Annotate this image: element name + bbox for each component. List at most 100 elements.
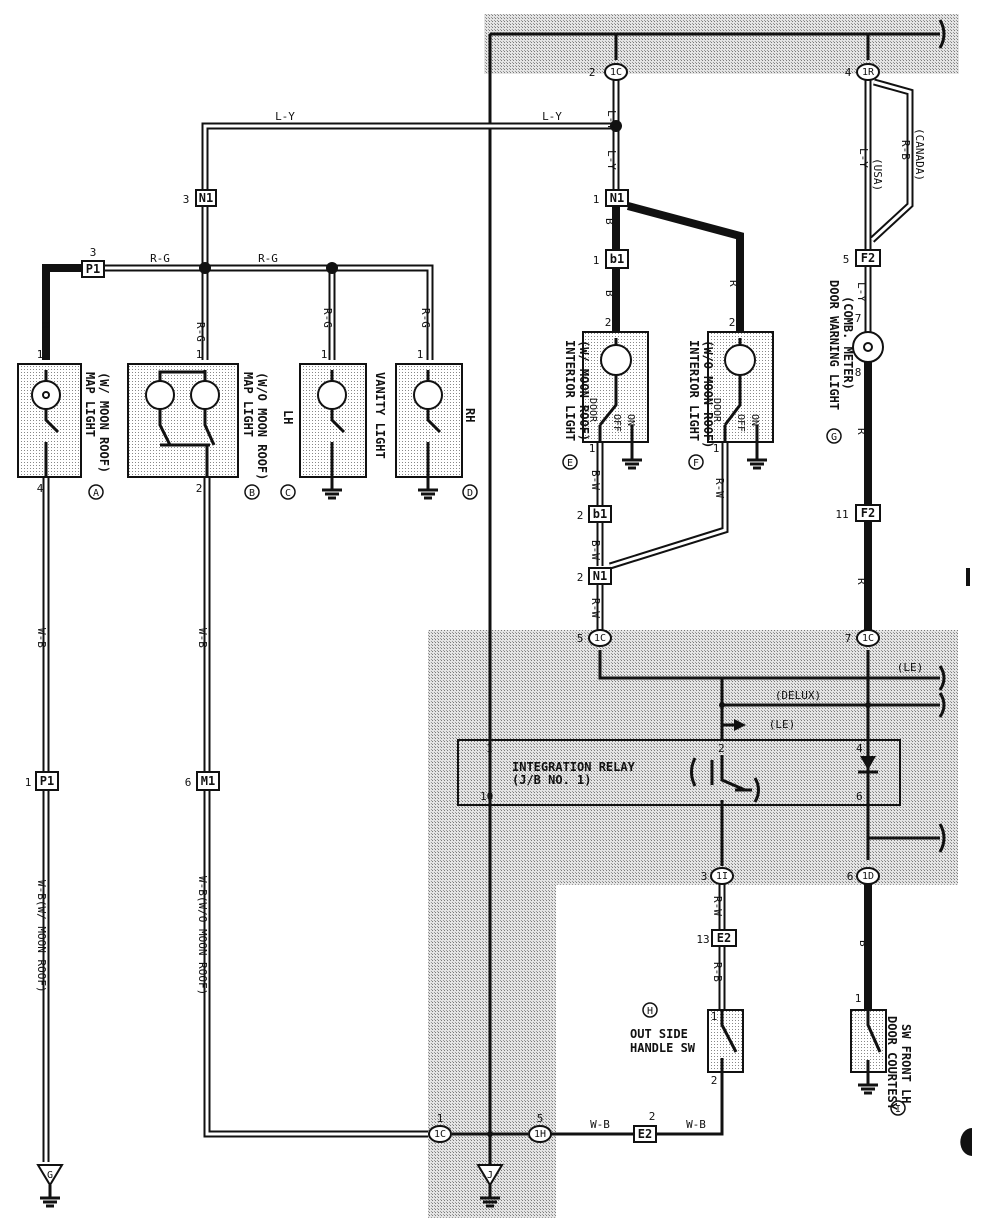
vanity-rh-letter: D xyxy=(467,488,473,499)
label-r-w-v2: R-W xyxy=(589,598,602,618)
label-r-v1: R xyxy=(39,322,52,329)
e2-bot-name: E2 xyxy=(638,1127,652,1141)
ground-j-label: J xyxy=(487,1170,493,1181)
vanity-rh-label: RH xyxy=(463,408,477,422)
relay-pin2: 2 xyxy=(718,742,725,755)
top-bus xyxy=(488,19,946,1165)
map-b-label2: (W/O MOON ROOF) xyxy=(255,372,269,480)
wire-r-g xyxy=(42,206,434,360)
b1-bot-pin: 2 xyxy=(577,509,584,522)
map-light-a xyxy=(17,363,82,478)
int-f-on: ON xyxy=(749,414,760,426)
int-e-on: ON xyxy=(625,414,636,426)
page-edge-marks xyxy=(960,568,972,1156)
label-w-b-h1: W-B xyxy=(590,1118,610,1131)
int-e-label1: INTERIOR LIGHT xyxy=(563,340,577,441)
c1c-mid2-name: 1C xyxy=(862,633,874,644)
c1i-low-name: 1I xyxy=(716,871,728,882)
e2-bot-pin: 2 xyxy=(649,1110,656,1123)
wire-color-labels-vertical: L-Y L-Y R R-G R-G R-G B B R B-W B-W R-W … xyxy=(35,110,926,995)
int-e-label2: (W/ MOON ROOF) xyxy=(577,340,591,441)
map-a-pin-bot: 4 xyxy=(37,482,44,495)
label-l-y-1: L-Y xyxy=(275,110,295,123)
c1h-bot-name: 1H xyxy=(534,1129,546,1140)
dc-pin-top: 1 xyxy=(855,992,862,1005)
ground-g xyxy=(36,1164,64,1208)
f2-bot-name: F2 xyxy=(861,506,875,520)
label-l-y-v2: L-Y xyxy=(605,150,618,170)
dw-pin-top: 7 xyxy=(855,312,862,325)
p1-bot-name: P1 xyxy=(40,774,54,788)
c1r-top-pin: 4 xyxy=(845,66,852,79)
interior-light-f xyxy=(707,331,774,470)
label-b-v1: B xyxy=(603,218,616,225)
label-r-g-2: R-G xyxy=(258,252,278,265)
oh-pin-top: 1 xyxy=(711,1010,718,1023)
letter-circles xyxy=(88,428,906,1116)
map-a-letter: A xyxy=(93,488,99,499)
int-f-label2: (W/O MOON ROOF) xyxy=(701,340,715,448)
c1c-bot-pin: 1 xyxy=(437,1112,444,1125)
label-w-b-no-moon: W-B(W/O MOON ROOF) xyxy=(196,876,209,995)
label-r-g-v2: R-G xyxy=(321,308,334,328)
oh-label2: HANDLE SW xyxy=(630,1041,696,1055)
int-f-door: DOOR xyxy=(711,398,722,423)
m1-bot-name: M1 xyxy=(201,774,215,788)
c1c-mid-pin: 5 xyxy=(577,632,584,645)
interior-light-e xyxy=(582,331,649,470)
map-b-pin-bot: 2 xyxy=(196,482,203,495)
c1h-bot-pin: 5 xyxy=(537,1112,544,1125)
connector-labels: 1C 2 1R 4 N1 3 N1 1 P1 3 b1 1 F2 5 b1 2 … xyxy=(25,66,876,1141)
vanity-light-rh xyxy=(395,363,463,500)
vanity-rh-pin-top: 1 xyxy=(417,348,424,361)
b1-bot-name: b1 xyxy=(593,507,607,521)
label-canada: (CANADA) xyxy=(913,128,926,181)
c1c-top-name: 1C xyxy=(610,67,622,78)
f2-bot-pin: 11 xyxy=(835,508,848,521)
dw-letter: G xyxy=(831,432,837,443)
label-r-w-v1: R-W xyxy=(713,478,726,498)
label-w-b-moon: W-B(W/ MOON ROOF) xyxy=(35,880,48,993)
label-w-b-v1: W-B xyxy=(35,628,48,648)
oh-label1: OUT SIDE xyxy=(630,1027,688,1041)
f2-top-name: F2 xyxy=(861,251,875,265)
label-r-g-v3: R-G xyxy=(419,308,432,328)
n1-bot-name: N1 xyxy=(593,569,607,583)
e2-top-name: E2 xyxy=(717,931,731,945)
label-l-y-2: L-Y xyxy=(542,110,562,123)
n1-left-pin: 3 xyxy=(183,193,190,206)
label-l-y-v4: L-Y xyxy=(855,282,868,302)
label-usa: (USA) xyxy=(871,158,884,191)
dw-label1: DOOR WARNING LIGHT xyxy=(827,280,841,410)
label-b-w-v1: B-W xyxy=(589,470,602,490)
int-f-pin-bot: 1 xyxy=(713,442,720,455)
int-f-letter: F xyxy=(693,458,699,469)
dc-label1: DOOR COURTESY xyxy=(885,1016,899,1111)
label-r-w-v3: R-W xyxy=(711,896,724,916)
dc-label2: SW FRONT LH xyxy=(899,1024,913,1103)
label-l-y-v1: L-Y xyxy=(605,110,618,130)
wire-left-w-b xyxy=(42,478,528,1162)
int-f-off: OFF xyxy=(735,414,746,432)
connector-ovals xyxy=(428,63,880,1143)
wire-door-warning xyxy=(864,78,914,630)
door-courtesy-sw xyxy=(850,1009,887,1095)
vanity-light-lh xyxy=(299,363,367,500)
int-f-label1: INTERIOR LIGHT xyxy=(687,340,701,441)
relay-pin1: 1 xyxy=(486,742,493,755)
label-b-w-v2: B-W xyxy=(589,540,602,560)
ground-j xyxy=(476,1164,504,1208)
c1r-top-name: 1R xyxy=(862,67,875,78)
wire-b-w-r-w xyxy=(596,443,729,630)
label-r-g-1: R-G xyxy=(150,252,170,265)
p1-top-name: P1 xyxy=(86,262,100,276)
n1-right-pin: 1 xyxy=(593,193,600,206)
map-b-label1: MAP LIGHT xyxy=(241,372,255,437)
wire-l-y xyxy=(201,80,622,190)
c1c-mid2-pin: 7 xyxy=(845,632,852,645)
map-a-label1: MAP LIGHT xyxy=(83,372,97,437)
note-delux: (DELUX) xyxy=(775,689,821,702)
map-a-label2: (W/ MOON ROOF) xyxy=(97,372,111,473)
label-r-b-v2: R-B xyxy=(711,962,724,982)
